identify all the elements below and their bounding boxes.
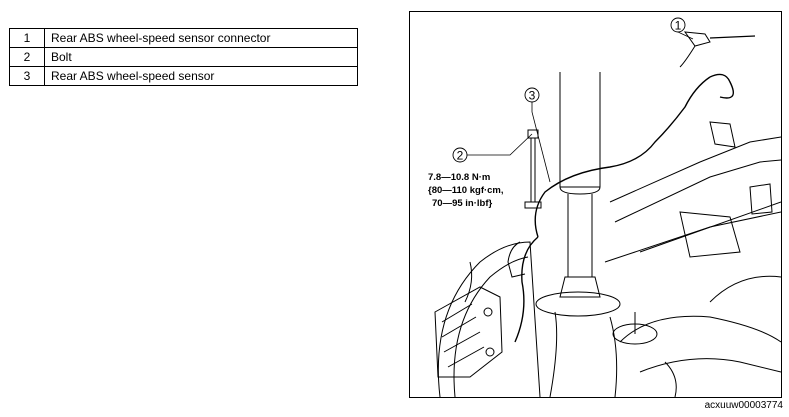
brake-caliper [434, 286, 503, 378]
legend-number: 2 [9, 47, 45, 67]
torque-spec-line-2: {80—110 kgf·cm, [428, 185, 504, 196]
leader-line-3 [531, 102, 551, 183]
parts-legend-table: 1 Rear ABS wheel-speed sensor connector … [9, 28, 358, 86]
torque-spec-line-3: 70—95 in·lbf} [432, 198, 492, 209]
legend-row: 2 Bolt [9, 47, 358, 67]
shock-absorber-rod [567, 194, 593, 277]
callout-3-circle [524, 87, 540, 103]
callout-2-number: 2 [457, 149, 464, 163]
suspension-sensor-illustration: 1 2 3 7.8—10.8 N·m {80—110 kgf·cm, 70—95… [428, 17, 781, 397]
legend-description: Bolt [44, 47, 358, 67]
bolt [527, 129, 539, 139]
sensor-connector [683, 31, 711, 47]
legend-number: 3 [9, 66, 45, 86]
legend-description: Rear ABS wheel-speed sensor [44, 66, 358, 86]
torque-spec-line-1: 7.8—10.8 N·m [428, 172, 490, 183]
callout-1-number: 1 [675, 19, 682, 33]
legend-row: 1 Rear ABS wheel-speed sensor connector [9, 28, 358, 48]
callout-3-number: 3 [529, 89, 536, 103]
figure-reference-code: acxuuw00003774 [704, 400, 783, 411]
legend-description: Rear ABS wheel-speed sensor connector [44, 28, 358, 48]
brake-disc-outline [437, 241, 541, 397]
leader-line-2 [466, 133, 533, 156]
technical-illustration-frame: 1 2 3 7.8—10.8 N·m {80—110 kgf·cm, 70—95… [409, 11, 782, 398]
sensor-cable [534, 76, 711, 238]
callout-2-circle [452, 147, 468, 163]
callout-1-circle [670, 17, 686, 33]
spring-seat [535, 291, 621, 317]
legend-row: 3 Rear ABS wheel-speed sensor [9, 66, 358, 86]
legend-number: 1 [9, 28, 45, 48]
shock-absorber-upper [559, 72, 601, 195]
